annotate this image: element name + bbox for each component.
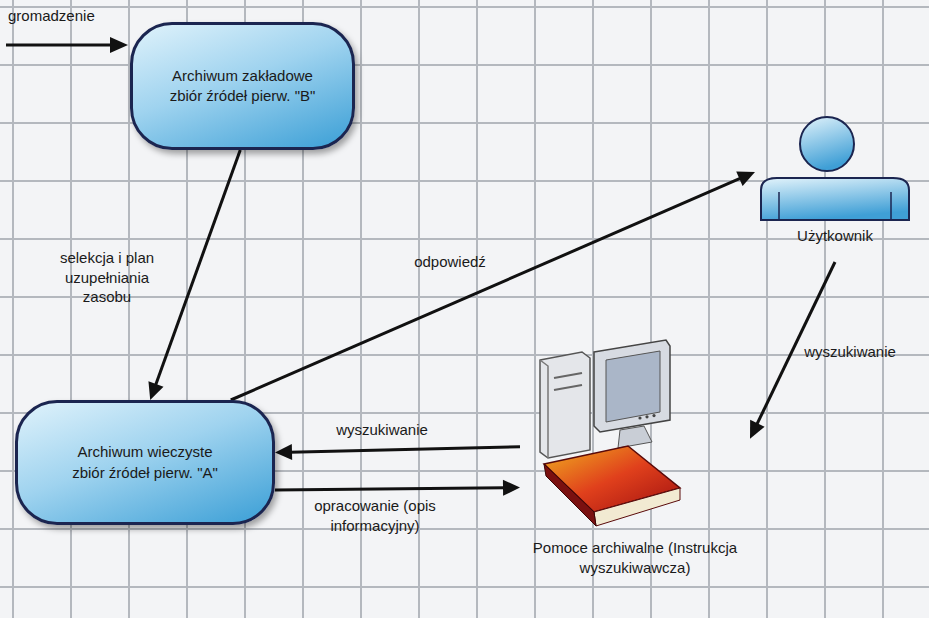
user-arm <box>890 192 892 220</box>
flow-connector <box>290 447 520 452</box>
archive-box: Archiwum wieczyste zbiór źródeł pierw. "… <box>15 400 275 525</box>
user-body <box>761 178 909 220</box>
node-caption: Użytkownik <box>755 226 915 246</box>
monitor-screen <box>606 351 660 422</box>
user-icon <box>755 112 915 222</box>
flow-connector <box>155 150 240 386</box>
arrow-head <box>275 444 292 460</box>
book-pages <box>594 488 680 526</box>
box-text: Archiwum wieczyste zbiór źródeł pierw. "… <box>63 442 228 483</box>
flow-connector <box>275 488 505 490</box>
pc-drive <box>554 385 582 390</box>
monitor-frame <box>594 340 670 432</box>
monitor-stand <box>618 426 652 448</box>
input-arrow-head <box>110 37 128 53</box>
user-arm <box>778 192 780 220</box>
pc-tower-edge <box>540 360 548 458</box>
user-head <box>800 117 854 171</box>
edge-label: wyszukiwanie <box>795 342 905 362</box>
node-caption: Pomoce archiwalne (Instrukcja wyszukiwaw… <box>520 538 750 577</box>
archive-box: Archiwum zakładowe zbiór źródeł pierw. "… <box>130 22 355 150</box>
monitor-button <box>645 415 648 418</box>
edge-label: wyszukiwanie <box>322 420 442 440</box>
monitor-button <box>638 416 641 419</box>
computer-book-illustration <box>520 338 750 538</box>
user-node: Użytkownik <box>755 112 915 262</box>
pc-tower <box>540 352 590 458</box>
edge-label: selekcja i plan uzupełniania zasobu <box>42 248 172 307</box>
book-spine <box>544 464 596 526</box>
pc-drive <box>554 373 582 378</box>
arrow-head <box>503 480 520 496</box>
monitor-button <box>652 414 655 417</box>
input-arrow-line <box>6 44 112 47</box>
edge-label: odpowiedź <box>395 252 505 272</box>
box-text: Archiwum zakładowe zbiór źródeł pierw. "… <box>160 66 325 107</box>
process-input-label: gromadzenie <box>8 6 118 26</box>
edge-label: opracowanie (opis informacyjny) <box>300 496 450 535</box>
archive-aids-node: Pomoce archiwalne (Instrukcja wyszukiwaw… <box>520 338 750 610</box>
